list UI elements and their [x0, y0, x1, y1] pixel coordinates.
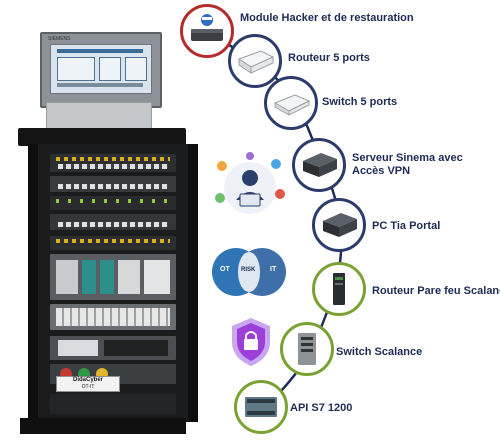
hacker-illustration	[215, 152, 285, 214]
din-module	[144, 260, 170, 294]
venn-right-label: IT	[270, 266, 277, 273]
rack-unit-blank	[50, 394, 176, 414]
label-hacker-module: Module Hacker et de restauration	[240, 12, 414, 24]
label-firewall: Routeur Pare feu Scalance	[372, 285, 500, 297]
brand-plate: DidaCyber OT-IT	[56, 376, 120, 392]
server-icon	[303, 153, 337, 177]
hmi-brand: SIEMENS	[48, 36, 71, 42]
venn-middle-label: RISK	[241, 267, 256, 273]
hmi-panel	[125, 57, 147, 81]
rack-unit-server	[50, 196, 176, 210]
plc-icon	[245, 397, 277, 417]
node-switch-scalance	[280, 322, 334, 376]
brand-plate-line2: OT-IT	[81, 384, 95, 390]
rack-unit-firewall	[50, 236, 176, 250]
node-firewall	[312, 262, 366, 316]
scalance-switch-icon	[298, 333, 316, 365]
label-switch-scalance: Switch Scalance	[336, 346, 423, 358]
router-icon	[237, 50, 275, 74]
label-router-5: Routeur 5 ports	[288, 52, 370, 64]
venn-left-label: OT	[220, 266, 230, 273]
label-sinema-server: Serveur Sinema avec Accès VPN	[352, 152, 463, 178]
node-router-5	[228, 34, 282, 88]
label-switch-5: Switch 5 ports	[322, 96, 398, 108]
node-switch-5	[264, 76, 318, 130]
plc-module	[58, 340, 98, 356]
security-shield-icon	[232, 318, 270, 366]
hmi-bar	[57, 49, 143, 53]
ot-it-venn: OT RISK IT	[206, 242, 292, 302]
node-pc-tia	[312, 198, 366, 252]
node-hacker-module	[180, 4, 234, 58]
hacker-module-icon	[191, 14, 223, 41]
rack-unit-pc	[50, 214, 176, 230]
node-sinema-server	[292, 138, 346, 192]
din-module	[82, 260, 96, 294]
rack-unit-plc	[50, 336, 176, 360]
label-sinema-line2: Accès VPN	[352, 165, 411, 177]
label-pc-tia: PC Tia Portal	[372, 220, 441, 232]
hmi-panel	[57, 57, 95, 81]
hmi-panel	[99, 57, 121, 81]
server-rack	[28, 144, 198, 422]
venn-diagram	[212, 248, 286, 296]
brand-plate-line1: DidaCyber	[72, 377, 103, 383]
din-module	[100, 260, 114, 294]
node-plc	[234, 380, 288, 434]
hmi-bar	[57, 83, 143, 87]
rack-unit-router	[50, 176, 176, 192]
hmi-touch-panel: SIEMENS	[40, 32, 162, 108]
rack-unit-terminals	[50, 304, 176, 330]
terminal-block	[56, 308, 170, 326]
din-module	[118, 260, 140, 294]
pc-icon	[323, 213, 357, 237]
rack-lid	[18, 128, 186, 146]
rack-unit-din-rail	[50, 254, 176, 300]
switch-icon	[273, 94, 311, 116]
rack-base	[20, 418, 186, 434]
plc-io	[104, 340, 168, 356]
hmi-screen	[50, 44, 152, 94]
firewall-icon	[333, 273, 345, 305]
label-sinema-line1: Serveur Sinema avec	[352, 152, 463, 164]
rack-unit-switch	[50, 154, 176, 172]
din-module	[56, 260, 78, 294]
label-plc: API S7 1200	[290, 402, 353, 414]
